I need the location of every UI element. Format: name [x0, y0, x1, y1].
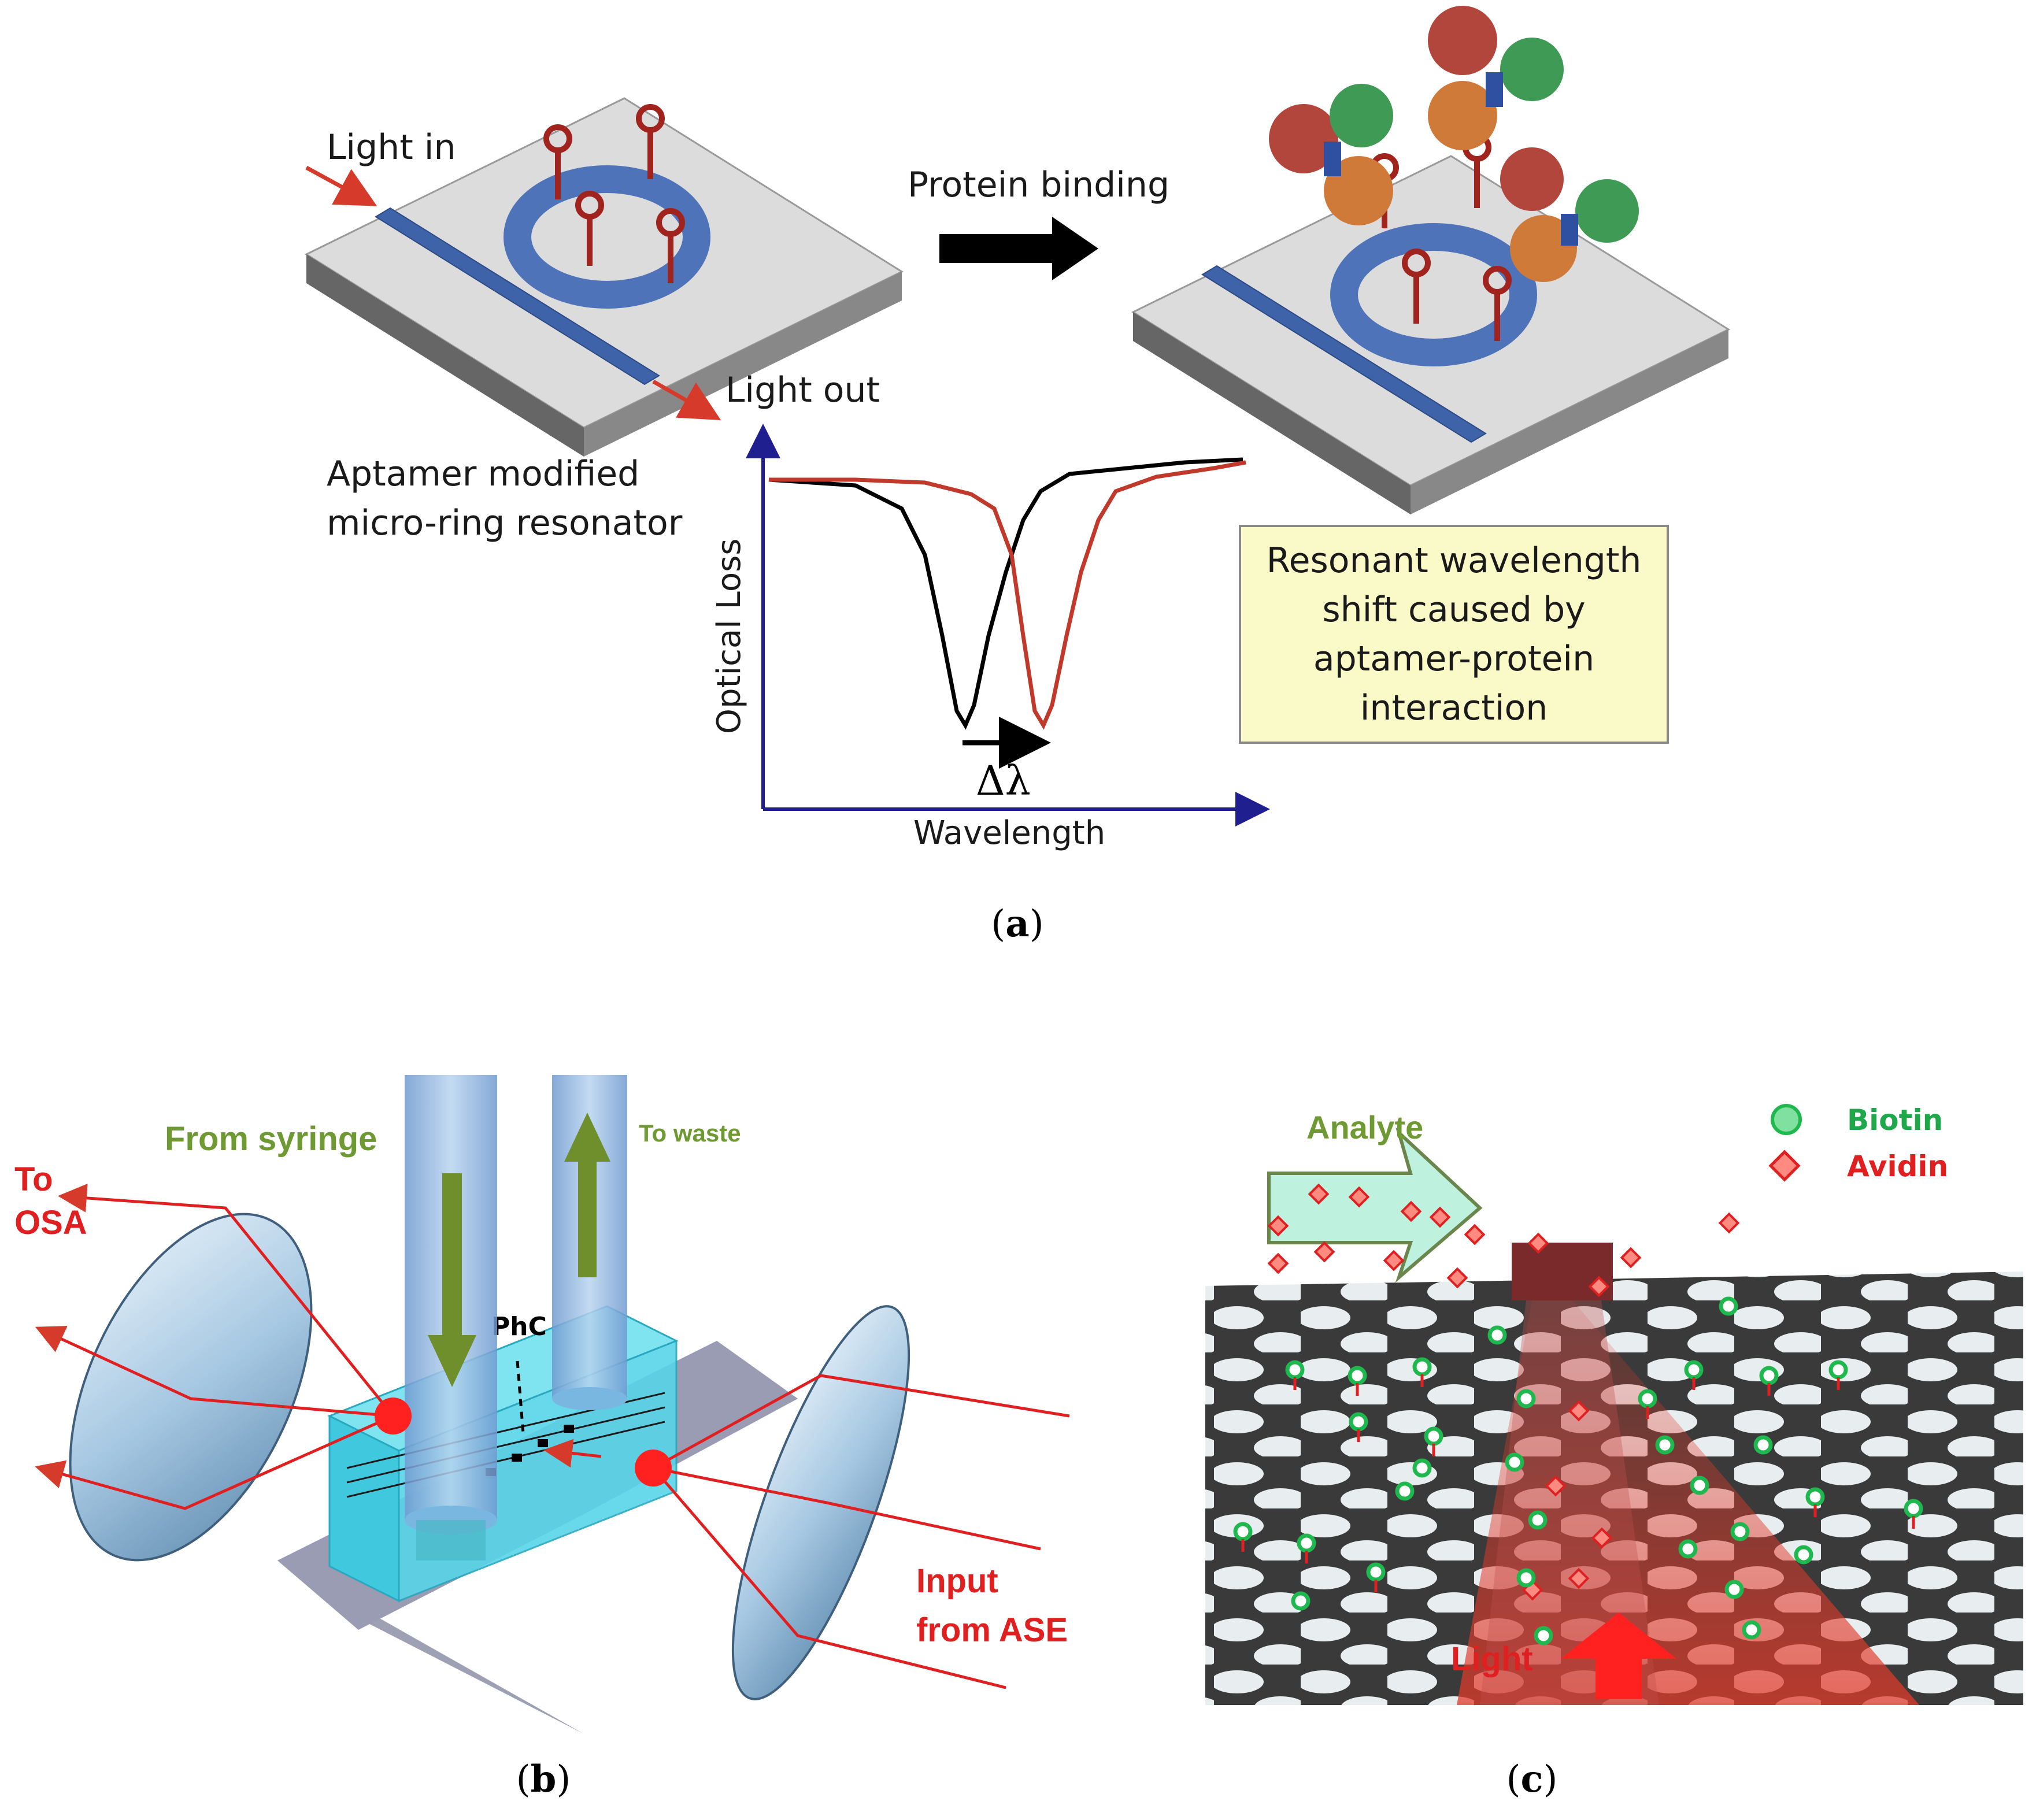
light-in-label: Light in [327, 127, 456, 168]
inlet-tube [405, 1075, 497, 1560]
slot-waveguide [1512, 1243, 1613, 1300]
note-line-1: Resonant wavelength [1267, 540, 1642, 581]
note-box: Resonant wavelength shift caused by apta… [1239, 525, 1669, 744]
light-beam [1457, 1300, 1919, 1705]
to-osa-label-2: OSA [14, 1204, 87, 1241]
bus-waveguide-after [1201, 265, 1487, 443]
analyte-arrow [1267, 1127, 1483, 1283]
to-waste-label: To waste [639, 1120, 741, 1147]
panel-c: Light Analyte [1205, 1103, 2023, 1801]
avidin-legend-label: Avidin [1847, 1150, 1948, 1183]
binding-arrow [939, 217, 1098, 280]
biotin-molecules [1233, 1296, 1923, 1645]
biotin-linkers [1241, 1374, 1915, 1592]
bound-proteins [1269, 6, 1639, 282]
shift-label: Δλ [976, 757, 1031, 805]
caption-a: (a) [991, 902, 1043, 946]
chip-before-binding [304, 97, 904, 457]
spectrum-plot: Optical Loss Wavelength Δλ [710, 424, 1270, 852]
input-beams [543, 1374, 1070, 1689]
note-line-3: aptamer-protein [1313, 639, 1594, 679]
note-line-2: shift caused by [1322, 590, 1585, 630]
input-focus [635, 1450, 672, 1487]
to-osa-label-1: To [14, 1161, 53, 1198]
micro-ring-after [1330, 223, 1537, 366]
light-out-label: Light out [725, 370, 880, 410]
device-label-line2: micro-ring resonator [327, 503, 683, 543]
bus-waveguide [375, 207, 660, 386]
light-out-arrow [652, 379, 721, 420]
spectrum-before [768, 457, 1243, 730]
input-label-1: Input [916, 1562, 998, 1600]
output-beams [35, 1183, 394, 1510]
note-line-4: interaction [1360, 688, 1548, 728]
phc-label: PhC [491, 1312, 547, 1341]
caption-b: (b) [516, 1758, 571, 1801]
output-focus [375, 1398, 412, 1434]
micro-ring [504, 165, 710, 309]
light-arrow [1561, 1613, 1676, 1699]
inlet-flow-arrow [442, 1173, 462, 1335]
outlet-flow-arrow [578, 1162, 597, 1277]
outlet-tube [552, 1075, 627, 1410]
light-label: Light [1451, 1640, 1533, 1678]
analyte-label: Analyte [1306, 1109, 1423, 1146]
biotin-legend-label: Biotin [1847, 1103, 1943, 1137]
legend: Biotin Avidin [1768, 1103, 1948, 1183]
avidin-molecules [1267, 1183, 1740, 1601]
x-axis-label: Wavelength [913, 814, 1105, 852]
biotin-legend-icon [1771, 1104, 1802, 1135]
chip-after-binding [1131, 6, 1731, 514]
avidin-legend-icon [1768, 1150, 1801, 1182]
panel-a: Light in Light out Aptamer modified micr… [304, 6, 1731, 946]
output-lens [69, 1213, 313, 1562]
light-in-arrow [305, 165, 377, 206]
spectrum-after [769, 460, 1246, 730]
y-axis-label: Optical Loss [710, 539, 748, 734]
device-label-line1: Aptamer modified [327, 454, 639, 494]
caption-c: (c) [1506, 1758, 1558, 1801]
input-label-2: from ASE [916, 1611, 1068, 1649]
protein-binding-label: Protein binding [908, 165, 1169, 205]
panel-b: PhC From syringe To waste To OSA [14, 1075, 1070, 1801]
aptamer-probes [543, 104, 685, 283]
from-syringe-label: From syringe [165, 1120, 377, 1158]
